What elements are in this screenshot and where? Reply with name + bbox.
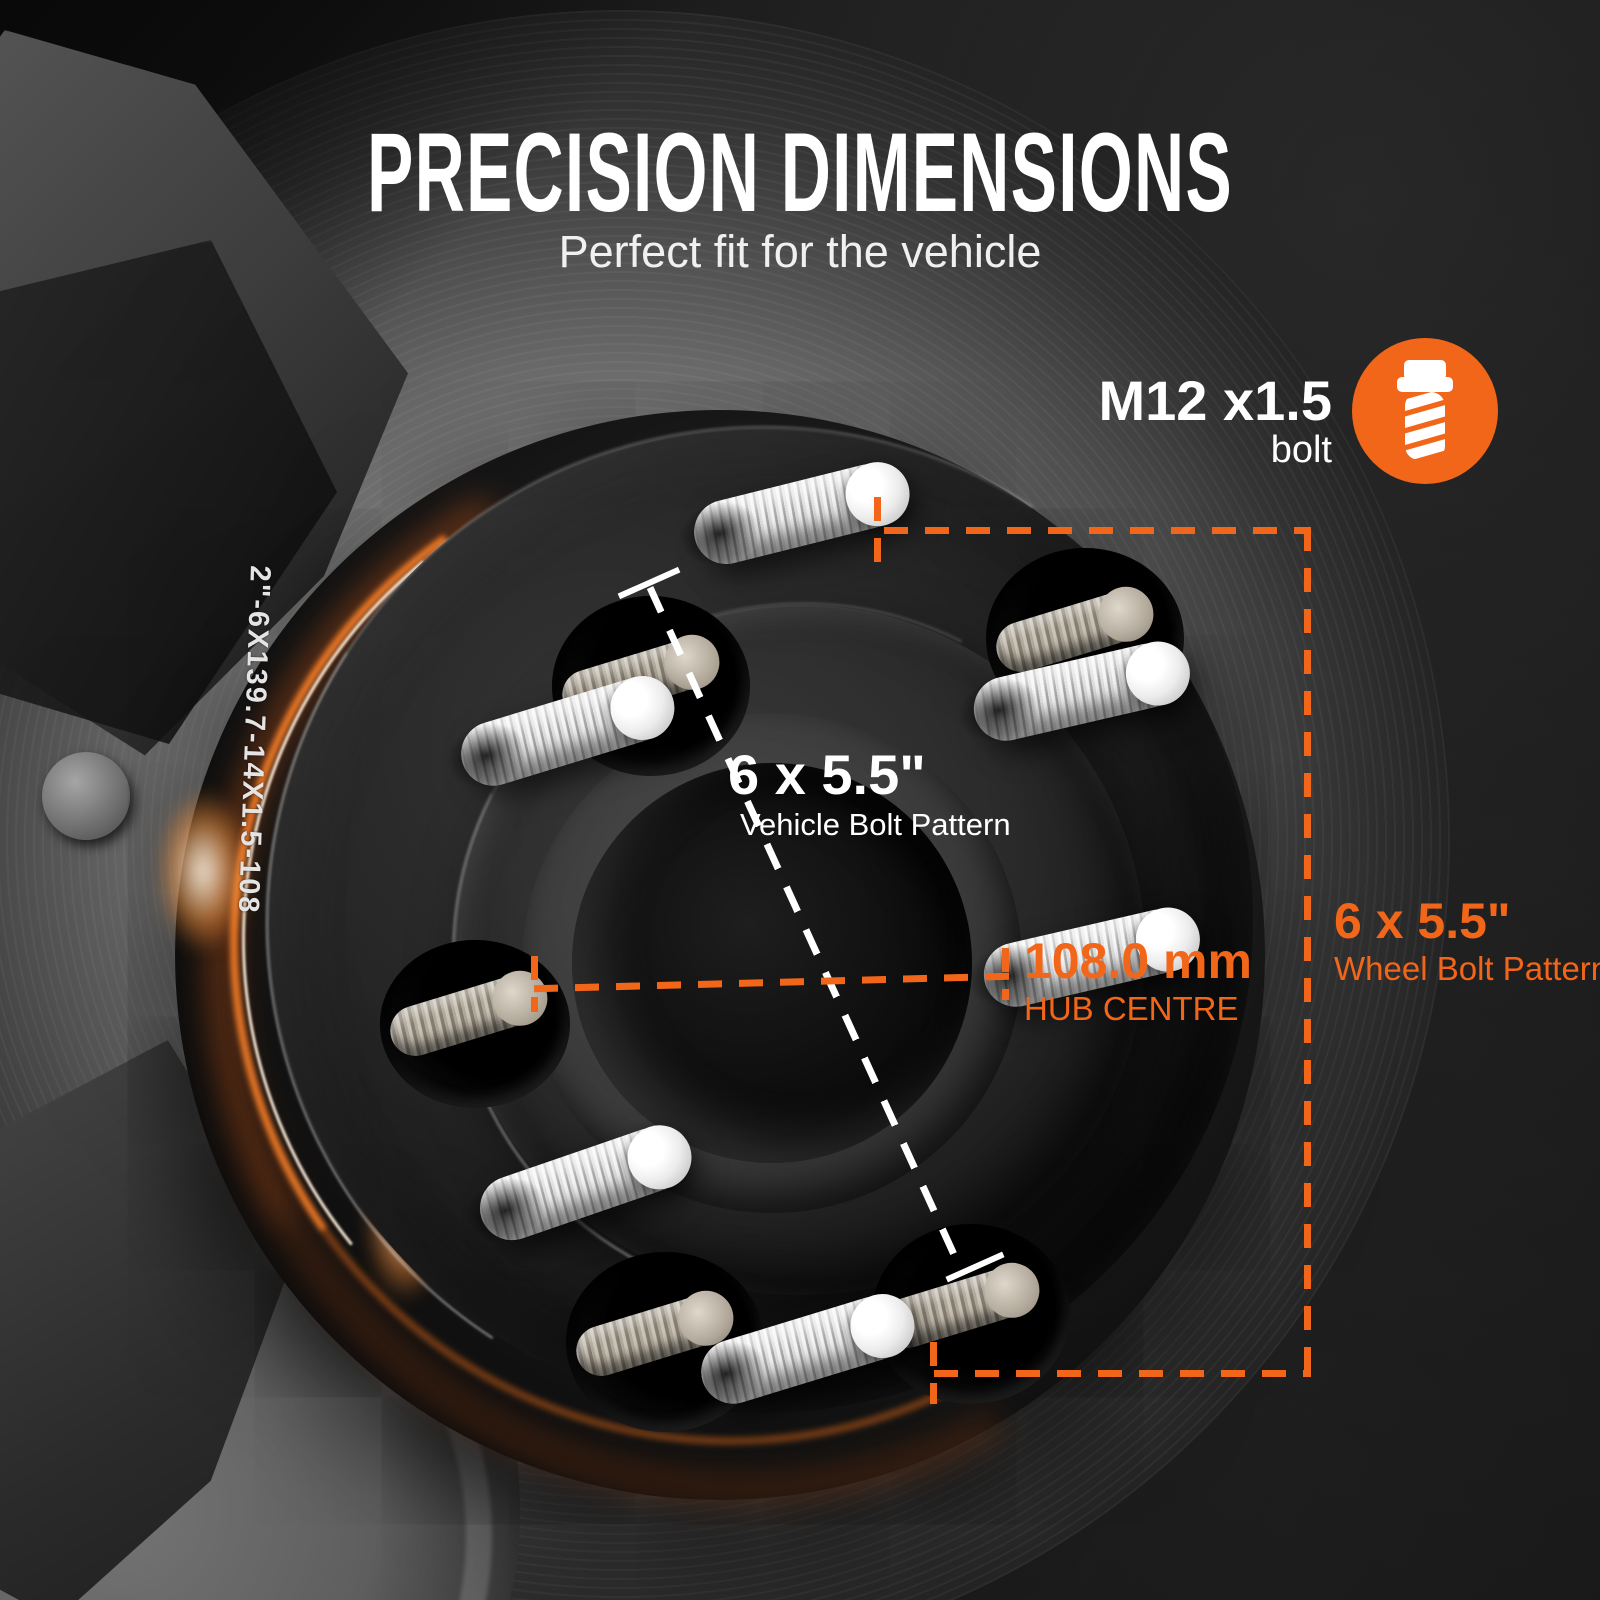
dimension-tick-top-stud: [874, 497, 881, 565]
dimension-tick-bottom-stud: [930, 1342, 937, 1404]
stud-end: [977, 1255, 1047, 1325]
stud-end: [485, 963, 555, 1033]
vehicle-stud: [384, 963, 555, 1063]
bolt-size-value: M12 x1.5: [1098, 369, 1333, 432]
stud-end: [1091, 579, 1161, 649]
lug-hole: [380, 940, 570, 1108]
wheel-bolt-pattern-value: 6 x 5.5": [1334, 893, 1511, 949]
wheel-bolt-pattern-caption: Wheel Bolt Pattern: [1334, 950, 1600, 987]
dimension-tick-hub-left: [531, 956, 538, 1012]
vehicle-bolt-pattern-value: 6 x 5.5": [728, 743, 926, 806]
hub-centre-caption: HUB CENTRE: [1024, 990, 1239, 1027]
bolt-icon: [1352, 338, 1498, 484]
wheel-bolt-pattern-label: 6 x 5.5" Wheel Bolt Pattern: [1334, 892, 1600, 988]
dimension-line-right: [1304, 527, 1311, 1377]
dimension-tick-hub-right: [1002, 948, 1009, 1000]
dimension-line-bottom: [934, 1370, 1311, 1377]
hub-centre-value: 108.0 mm: [1024, 933, 1252, 989]
caliper-bolt-head: [42, 752, 130, 840]
vehicle-bolt-pattern-caption: Vehicle Bolt Pattern: [740, 807, 1011, 842]
page-subtitle: Perfect fit for the vehicle: [558, 226, 1042, 277]
bolt-size-callout: M12 x1.5 bolt: [1098, 369, 1333, 471]
bolt-size-label: bolt: [1270, 428, 1332, 471]
dimension-line-top: [884, 527, 1310, 534]
vehicle-bolt-pattern-label: 6 x 5.5" Vehicle Bolt Pattern: [728, 742, 1011, 843]
center-bore: [572, 763, 972, 1163]
page-title: PRECISION DIMENSIONS: [367, 110, 1233, 235]
glow-hotspot: [138, 756, 268, 986]
hub-centre-label: 108.0 mm HUB CENTRE: [1024, 932, 1252, 1028]
